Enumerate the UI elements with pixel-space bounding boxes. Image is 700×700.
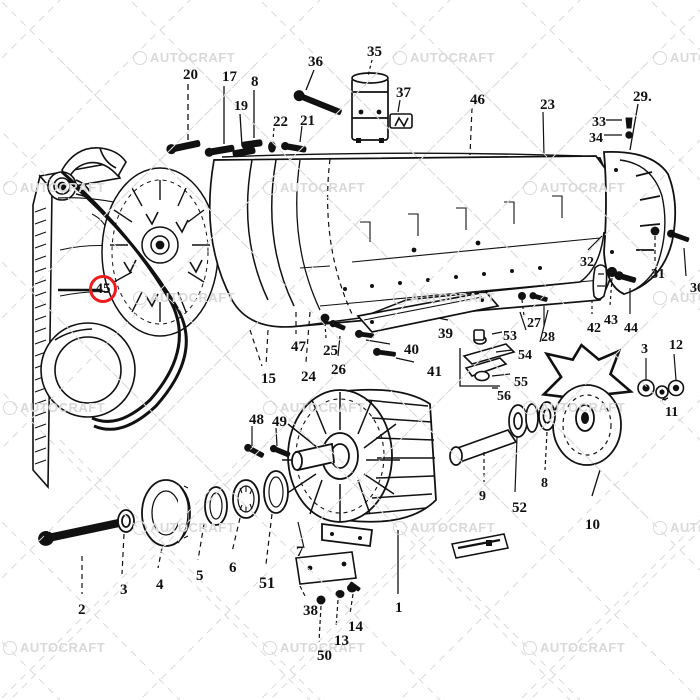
callout-number[interactable]: 23: [540, 97, 555, 113]
callout-number[interactable]: 17: [222, 69, 237, 85]
callout-number[interactable]: 56: [497, 389, 511, 404]
callout-number[interactable]: 43: [604, 313, 618, 328]
callout-number[interactable]: 54: [518, 348, 532, 363]
small-parts-38-50: [295, 551, 361, 605]
callout-number[interactable]: 10: [585, 517, 600, 533]
callout-number[interactable]: 53: [503, 329, 517, 344]
callout-number[interactable]: 24: [301, 369, 316, 385]
callout-number[interactable]: 26: [331, 362, 346, 378]
callout-number[interactable]: 22: [273, 114, 288, 130]
callout-number[interactable]: 14: [348, 619, 363, 635]
callout-number[interactable]: 41: [427, 364, 442, 380]
callout-number[interactable]: 8: [541, 476, 548, 491]
callout-number[interactable]: 36: [308, 54, 323, 70]
callout-number[interactable]: 34: [589, 131, 603, 146]
callout-number[interactable]: 3: [641, 342, 648, 357]
callout-number[interactable]: 55: [514, 375, 528, 390]
finned-drum-7: [282, 388, 437, 548]
callout-number[interactable]: 4: [156, 577, 164, 593]
callout-number[interactable]: 5: [196, 568, 204, 584]
callout-number[interactable]: 19: [234, 99, 248, 114]
callout-number[interactable]: 42: [587, 321, 601, 336]
fastener-33-34: [604, 117, 633, 139]
callout-number[interactable]: 21: [300, 113, 315, 129]
shaft-and-bearings: [449, 401, 556, 466]
callout-number[interactable]: 3: [120, 582, 128, 598]
main-duct-housing: [208, 152, 629, 328]
callout-number[interactable]: 39: [438, 326, 453, 342]
callout-number[interactable]: 29.: [633, 89, 652, 105]
callout-number[interactable]: 52: [512, 500, 527, 516]
callout-number[interactable]: 35: [367, 44, 382, 60]
left-flywheel: [101, 167, 219, 337]
callout-number[interactable]: 7: [296, 544, 304, 560]
rings-3-11-12: [637, 353, 685, 401]
callout-number[interactable]: 31: [651, 267, 665, 282]
callout-number[interactable]: 48: [249, 412, 264, 428]
callout-number[interactable]: 38: [303, 603, 318, 619]
callout-number[interactable]: 33: [592, 115, 606, 130]
canister-35: [351, 72, 389, 143]
callout-number[interactable]: 40: [404, 342, 419, 358]
callout-number[interactable]: 20: [183, 67, 198, 83]
callout-number[interactable]: 28: [541, 330, 555, 345]
callout-number[interactable]: 50: [317, 648, 332, 664]
callout-number[interactable]: 30: [690, 281, 700, 296]
callout-number[interactable]: 11: [665, 405, 679, 420]
cooling-fan-10: [540, 343, 634, 466]
highlighted-part-marker[interactable]: 45: [89, 275, 117, 303]
callout-number[interactable]: 9: [479, 489, 486, 504]
callout-number[interactable]: 15: [261, 371, 276, 387]
callout-number[interactable]: 49: [272, 414, 287, 430]
pins-48-49: [244, 426, 291, 458]
callout-number[interactable]: 12: [669, 338, 683, 353]
pulley-assembly: [38, 470, 289, 547]
callout-number[interactable]: 32: [580, 255, 594, 270]
callout-number[interactable]: 2: [78, 602, 86, 618]
callout-number[interactable]: 8: [251, 74, 259, 90]
callout-number[interactable]: 44: [624, 321, 638, 336]
clip-37: [389, 113, 413, 129]
callout-number[interactable]: 37: [396, 85, 411, 101]
highlighted-part-number: 45: [95, 280, 111, 297]
callout-number[interactable]: 27: [527, 316, 541, 331]
callout-number[interactable]: 46: [470, 92, 485, 108]
name-plate: [451, 533, 509, 559]
callout-number[interactable]: 1: [395, 600, 403, 616]
callout-number[interactable]: 51: [259, 575, 275, 592]
callout-number[interactable]: 47: [291, 339, 306, 355]
callout-number[interactable]: 13: [334, 633, 349, 649]
callout-number[interactable]: 25: [323, 343, 338, 359]
callout-number[interactable]: 6: [229, 560, 237, 576]
